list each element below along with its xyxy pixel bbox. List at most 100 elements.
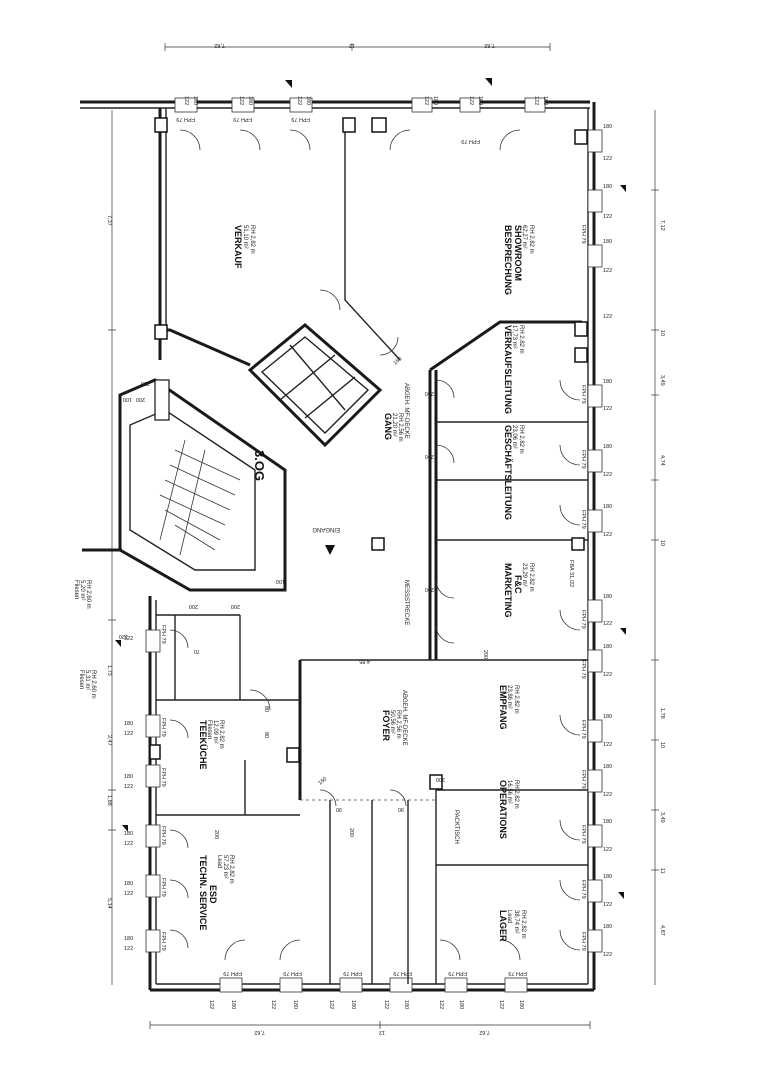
svg-text:122: 122 [124,731,133,737]
dim-bottom-1: 7,62 [254,1029,265,1035]
svg-text:Lead: Lead [506,910,512,923]
svg-text:122: 122 [603,268,612,274]
svg-text:122: 122 [603,902,612,908]
svg-text:180: 180 [124,831,133,837]
svg-text:122: 122 [603,847,612,853]
svg-text:5,20 m²: 5,20 m² [79,580,85,600]
dim-top-3: 7,62 [484,42,495,48]
svg-text:180: 180 [432,96,438,105]
room-techn-service: TECHN. SERVICE ESD Lead 57,23 m² RH 2,82… [198,855,234,930]
svg-text:180: 180 [542,96,548,105]
svg-text:50,56 m²: 50,56 m² [389,710,395,734]
svg-text:RH 2,82 m: RH 2,82 m [528,225,534,254]
dim-right-3: 3,49 [659,375,665,386]
svg-text:GESCHÄFTSLEITUNG: GESCHÄFTSLEITUNG [503,425,513,520]
columns [149,117,588,790]
svg-text:FPH 79: FPH 79 [160,768,166,787]
svg-text:122: 122 [124,946,133,952]
svg-text:RH 2,82 m: RH 2,82 m [513,685,519,714]
dim-left-4: 2,47 [106,735,112,746]
svg-text:23,29 m²: 23,29 m² [521,563,527,587]
svg-text:180: 180 [603,239,612,245]
svg-text:57,23 m²: 57,23 m² [222,855,228,879]
svg-text:Fliesen: Fliesen [73,580,79,599]
svg-text:200: 200 [213,830,219,839]
svg-text:122: 122 [423,96,429,105]
svg-text:RH 2,82 m: RH 2,82 m [218,720,224,749]
svg-text:122: 122 [603,156,612,162]
svg-text:RH 2,82 m: RH 2,82 m [520,910,526,939]
svg-text:80: 80 [263,706,269,712]
svg-text:180: 180 [603,874,612,880]
svg-text:RH 2,82 m: RH 2,82 m [518,325,524,354]
room-name: VERKAUF [233,225,243,269]
svg-text:122: 122 [124,891,133,897]
window-dims-top: 122 180 122 180 122 180 122 180 122 180 … [183,96,548,105]
svg-text:FPH 79: FPH 79 [461,138,480,144]
svg-text:FPH 79: FPH 79 [580,660,586,679]
svg-text:FPH 79: FPH 79 [580,450,586,469]
svg-text:180: 180 [603,504,612,510]
svg-text:200: 200 [436,776,445,782]
svg-text:FPH 79: FPH 79 [580,770,586,789]
elevator-shaft [247,323,383,448]
svg-text:180: 180 [603,644,612,650]
svg-text:100: 100 [123,396,132,402]
svg-text:122: 122 [603,314,612,320]
dim-right-7: 10 [659,742,665,748]
svg-text:FPH 79: FPH 79 [580,825,586,844]
svg-text:SHOWROOM: SHOWROOM [513,225,523,281]
svg-text:122: 122 [124,784,133,790]
svg-text:200: 200 [231,603,240,609]
windows-left [145,629,161,953]
svg-text:180: 180 [192,96,198,105]
dim-center: 4,85 [359,658,370,664]
room-lager: LAGER Lead 38,74 m² RH 2,82 m [498,910,526,942]
svg-text:122: 122 [124,636,133,642]
svg-text:16,56 m²: 16,56 m² [506,780,512,804]
window-fph-top: FPH 79 FPH 79 FPH 79 FPH 79 [176,116,480,144]
svg-text:122: 122 [208,1000,214,1009]
svg-text:OPERATIONS: OPERATIONS [498,780,508,839]
svg-text:FPH 79: FPH 79 [448,970,467,976]
svg-text:RH 2,82 m: RH 2,82 m [228,855,234,884]
svg-text:200: 200 [425,390,434,396]
entrance-label: EINGANG [312,526,340,532]
svg-text:FPH 79: FPH 79 [580,932,586,951]
svg-text:180: 180 [305,96,311,105]
svg-text:122: 122 [603,742,612,748]
svg-text:RH 2,82 m: RH 2,82 m [528,563,534,592]
svg-text:FPH 79: FPH 79 [160,932,166,951]
svg-text:FPH 79: FPH 79 [580,225,586,244]
svg-text:180: 180 [403,1000,409,1009]
dim-left-3: 1,88 [106,795,112,806]
svg-text:180: 180 [603,764,612,770]
svg-text:180: 180 [124,936,133,942]
svg-text:122: 122 [603,621,612,627]
room-wc1: Fliesen 5,20 m² RH 2,60 m [73,580,91,609]
window-fph-bottom: FPH 79 FPH 79 FPH 79 FPH 79 FPH 79 FPH 7… [223,970,527,976]
svg-text:122: 122 [603,406,612,412]
svg-text:80: 80 [263,732,269,738]
svg-text:FPH 79: FPH 79 [580,385,586,404]
svg-text:122: 122 [603,672,612,678]
dim-top-2: 12 [349,42,355,48]
room-foyer: FOYER 50,56 m² RH 2,56 m ABGEH. MF-DECKE [381,690,407,746]
dim-right-2: 10 [659,330,665,336]
svg-text:160: 160 [392,356,403,367]
svg-text:ESD: ESD [208,885,218,904]
window-fph-left: FPH 79 FPH 79 FPH 79 FPH 79 FPH 79 FPH 7… [160,625,166,951]
dim-right-9: 11 [659,868,665,874]
dim-right-6: 1,78 [659,708,665,719]
svg-text:FPH 79: FPH 79 [283,970,302,976]
svg-text:180: 180 [603,924,612,930]
svg-text:122: 122 [438,1000,444,1009]
room-geschaeftsleitung: GESCHÄFTSLEITUNG 23,06 m² RH 2,82 m [503,425,524,520]
dim-bottom-3: 7,62 [479,1029,490,1035]
window-dims-right: 180 122 180 122 180 122 122 180 122 180 … [603,124,612,958]
svg-text:180: 180 [603,594,612,600]
svg-text:FPH 79: FPH 79 [160,878,166,897]
svg-text:122: 122 [468,96,474,105]
dim-top-1: 7,62 [214,42,225,48]
svg-text:Fliesen: Fliesen [206,720,212,739]
